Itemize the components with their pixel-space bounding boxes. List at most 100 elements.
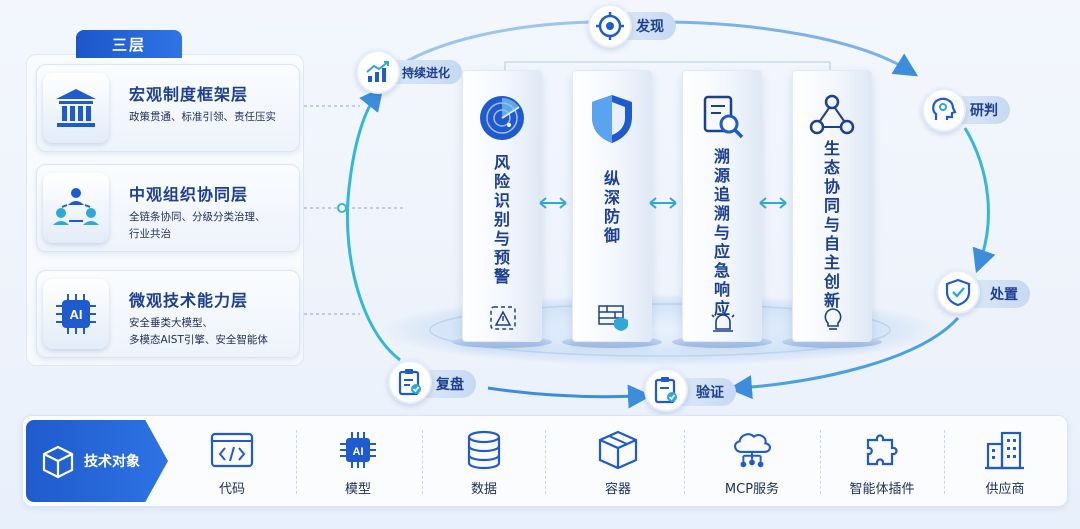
layer-desc: 安全垂类大模型、多模态AIST引擎、安全智能体 (129, 315, 301, 349)
firewall-icon (597, 303, 629, 335)
pillar-label: 纵深防御 (573, 169, 651, 245)
shield-check-icon (936, 270, 980, 314)
pillar-char: 新 (823, 291, 840, 310)
cycle-label-verify: 验证 (680, 378, 736, 406)
pillar-char: 态 (823, 158, 840, 177)
clipboard-review-icon (388, 360, 432, 404)
pillar-char: 风 (493, 153, 510, 172)
layer-title: 中观组织协同层 (129, 185, 249, 204)
pillar-char: 主 (823, 253, 840, 272)
connector-dot (337, 203, 347, 213)
tech-object-label: MCP服务 (724, 482, 780, 497)
pillar-ecosystem-innovation: 生态协同与自主创新 (792, 70, 872, 342)
pillar-char: 生 (823, 139, 840, 158)
pillar-char: 创 (823, 272, 840, 291)
code-window-icon (210, 430, 254, 470)
lightbulb-icon (823, 307, 843, 337)
cycle-arc-top-right (659, 20, 919, 77)
pillar-label: 溯源追溯与应急响应 (683, 147, 761, 318)
tech-objects-header: 技术对象 (26, 420, 168, 502)
pillar-char: 自 (823, 234, 840, 253)
pillar-char: 应 (713, 242, 730, 261)
divider (296, 430, 297, 494)
brain-head-icon (922, 88, 966, 132)
radar-icon (477, 93, 527, 147)
layer-desc: 全链条协同、分级分类治理、行业共治 (129, 209, 301, 243)
bidirectional-arrow-icon (759, 197, 787, 209)
pillar-bracket (504, 61, 831, 72)
cycle-arc-bottom (487, 384, 652, 409)
layer-card-micro: AI 微观技术能力层 安全垂类大模型、多模态AIST引擎、安全智能体 (36, 270, 300, 358)
pillar-char: 同 (823, 196, 840, 215)
ai-chip-icon: AI (43, 279, 109, 349)
tech-object-data: 数据 (434, 428, 534, 498)
pillar-tracing-response: 溯源追溯与应急响应 (682, 70, 762, 342)
tech-object-label: 数据 (470, 482, 497, 497)
nodes-icon (809, 93, 855, 141)
container-box-icon (596, 430, 640, 470)
shield-icon (589, 93, 635, 149)
document-search-icon (701, 95, 745, 145)
bidirectional-arrow-icon (649, 197, 677, 209)
layer-title: 微观技术能力层 (129, 291, 249, 310)
pillar-char: 与 (493, 229, 510, 248)
puzzle-icon (860, 430, 904, 470)
pillar-defense: 纵深防御 (572, 70, 652, 342)
layer-desc: 政策贯通、标准引领、责任压实 (129, 109, 301, 126)
pillar-label: 生态协同与自主创新 (793, 139, 871, 310)
clipboard-check-icon (644, 368, 688, 412)
tech-object-mcp: MCP服务 (702, 428, 802, 498)
tech-object-supplier: 供应商 (955, 428, 1055, 498)
cube-icon (40, 444, 76, 484)
pillar-char: 急 (713, 261, 730, 280)
growth-chart-icon (356, 50, 400, 94)
tech-object-label: 容器 (604, 482, 631, 497)
pillar-char: 御 (603, 226, 620, 245)
pillar-char: 与 (823, 215, 840, 234)
divider (944, 430, 945, 494)
target-icon (588, 4, 632, 48)
layer-desc-line: 全链条协同、分级分类治理、 (129, 211, 266, 223)
layer-title: 宏观制度框架层 (129, 85, 249, 104)
alarm-light-icon (709, 309, 737, 337)
cycle-arc-bottom-right (728, 316, 960, 400)
platform-ring (429, 303, 891, 357)
tech-object-code: 代码 (182, 428, 282, 498)
layer-desc-line: 安全垂类大模型、 (129, 317, 213, 329)
tech-object-agent-plugin: 智能体插件 (832, 428, 932, 498)
layer-card-meso: 中观组织协同层 全链条协同、分级分类治理、行业共治 (36, 164, 300, 252)
tech-object-label: 代码 (218, 482, 245, 497)
pillar-risk-warning: 风险识别与预警 (462, 70, 542, 342)
divider (684, 430, 685, 494)
divider (545, 430, 546, 494)
pillar-char: 别 (493, 210, 510, 229)
tech-object-label: 智能体插件 (849, 482, 915, 497)
bank-building-icon (43, 73, 109, 143)
warning-icon (489, 305, 517, 335)
cloud-network-icon (730, 430, 774, 470)
database-icon (462, 430, 506, 470)
bidirectional-arrow-icon (539, 197, 567, 209)
pillar-char: 溯 (713, 204, 730, 223)
svg-text:AI: AI (70, 307, 83, 322)
layer-desc-line: 多模态AIST引擎、安全智能体 (129, 334, 268, 346)
buildings-icon (983, 430, 1027, 470)
layer-card-macro: 宏观制度框架层 政策贯通、标准引领、责任压实 (36, 64, 300, 152)
pillar-char: 应 (713, 299, 730, 318)
pillar-char: 追 (713, 185, 730, 204)
cycle-arc-left (346, 86, 401, 362)
tech-object-model: AI 模型 (308, 428, 408, 498)
tech-object-label: 模型 (344, 482, 371, 497)
pillar-label: 风险识别与预警 (463, 153, 541, 286)
layer-desc-line: 政策贯通、标准引领、责任压实 (129, 111, 276, 123)
layer-desc-line: 行业共治 (129, 228, 171, 240)
divider (422, 430, 423, 494)
cycle-label-dispose: 处置 (974, 280, 1030, 308)
pillar-char: 防 (603, 207, 620, 226)
pillar-char: 溯 (713, 147, 730, 166)
pillar-char: 源 (713, 166, 730, 185)
pillar-char: 与 (713, 223, 730, 242)
tech-object-label: 供应商 (985, 482, 1025, 497)
pillar-char: 识 (493, 191, 510, 210)
